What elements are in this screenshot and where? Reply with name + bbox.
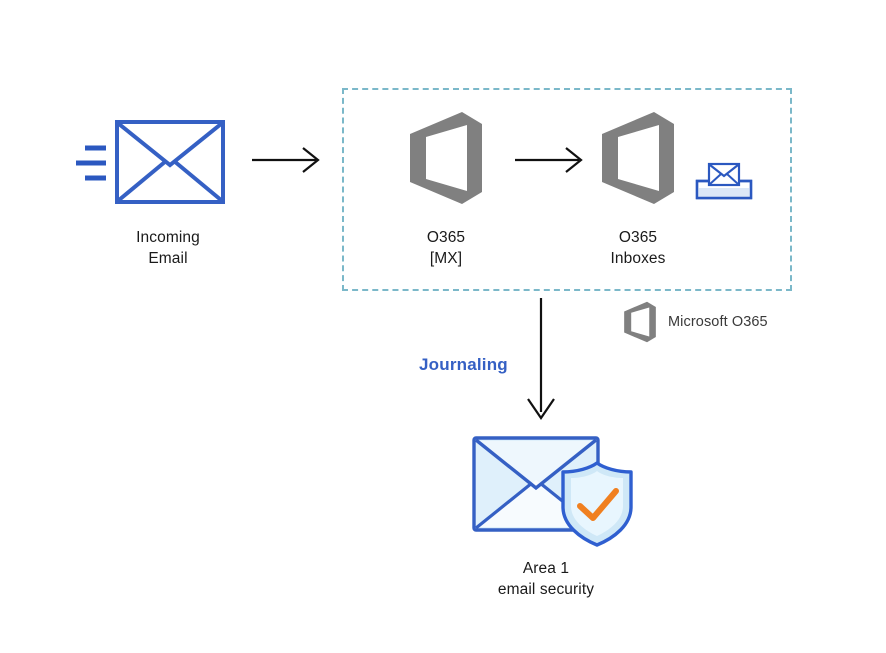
journaling-label: Journaling — [419, 355, 508, 374]
checkmark-icon — [577, 488, 619, 521]
arrow-mx-to-inboxes — [515, 145, 587, 175]
o365-inboxes-badge — [694, 160, 754, 202]
arrow-down-icon — [527, 298, 555, 420]
area1-envelope-flap — [474, 438, 598, 491]
arrow-right-icon — [515, 147, 583, 173]
arrow-right-icon — [252, 147, 320, 173]
o365-inboxes-label: O365 Inboxes — [610, 229, 666, 267]
area1-label: Area 1 email security — [497, 560, 595, 598]
envelope-flap — [117, 122, 223, 168]
legend-office-logo — [620, 300, 660, 344]
legend-label-microsoft-o365: Microsoft O365 — [668, 314, 768, 330]
office-logo-inner — [426, 125, 467, 191]
office-logo-icon — [410, 112, 482, 204]
office-logo-inner — [618, 125, 659, 191]
area1-shield-inner — [571, 471, 623, 536]
inbox-tray-icon — [695, 162, 753, 200]
incoming-email-label: Incoming Email — [136, 229, 200, 267]
arrow-incoming-to-mx — [252, 145, 324, 175]
o365-boundary-zone — [342, 88, 792, 291]
envelope-shield-icon — [472, 436, 633, 547]
envelope-fold-right — [172, 159, 223, 202]
incoming-email-icon-group — [74, 115, 234, 215]
o365-mx-label: O365 [MX] — [426, 229, 466, 267]
arrow-journaling-down — [522, 296, 562, 424]
area1-envelope-flap-fill — [477, 441, 595, 488]
office-logo-icon — [624, 301, 656, 343]
o365-mx-icon-group — [404, 108, 488, 208]
area1-icon-group — [466, 430, 636, 550]
office-logo-icon — [602, 112, 674, 204]
o365-inboxes-icon-group — [596, 108, 680, 208]
area1-envelope-fold-left — [474, 481, 534, 530]
envelope-icon — [76, 120, 225, 204]
envelope-fold-left — [117, 159, 168, 202]
inbox-tray-shade — [697, 188, 751, 198]
